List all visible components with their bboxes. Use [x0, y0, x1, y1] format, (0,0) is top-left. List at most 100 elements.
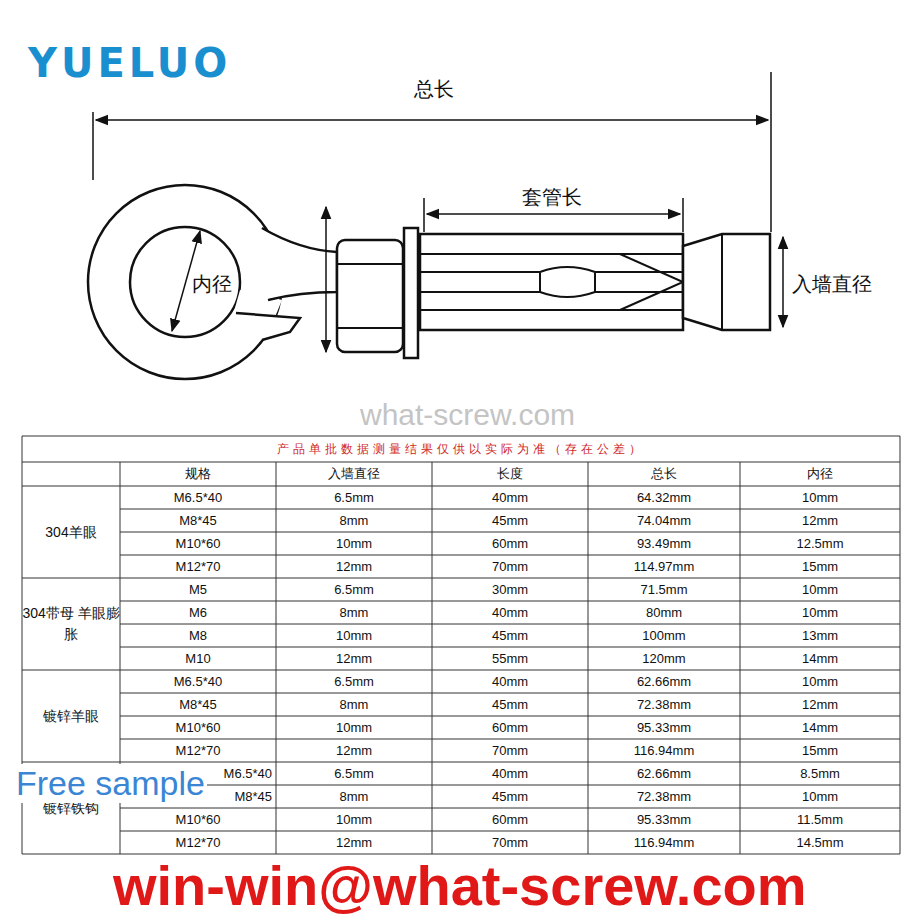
dimension-label: 总长	[414, 76, 454, 103]
hook-ring	[88, 185, 282, 379]
total-length-dimension	[96, 119, 768, 121]
table-cell: 14mm	[740, 716, 900, 739]
table-cell: 10mm	[276, 624, 432, 647]
table-cell: 116.94mm	[588, 739, 740, 762]
table-cell: M8*45	[120, 509, 276, 532]
table-cell: 8.5mm	[740, 762, 900, 785]
sleeve-slot	[540, 267, 595, 297]
table-cell: 62.66mm	[588, 762, 740, 785]
dimension-label: 入墙直径	[792, 271, 872, 298]
table-cell: 93.49mm	[588, 532, 740, 555]
table-cell: 15mm	[740, 555, 900, 578]
hex-nut	[337, 240, 403, 352]
table-cell: 15mm	[740, 739, 900, 762]
table-cell: 14mm	[740, 647, 900, 670]
table-cell: 72.38mm	[588, 785, 740, 808]
group-label: 镀锌羊眼	[22, 670, 120, 762]
table-cell: M10*60	[120, 808, 276, 831]
table-cell: 14.5mm	[740, 831, 900, 854]
table-cell: M10	[120, 647, 276, 670]
table-cell: 55mm	[432, 647, 588, 670]
table-cell: 71.5mm	[588, 578, 740, 601]
column-header: 规格	[120, 462, 276, 486]
table-cell: 60mm	[432, 716, 588, 739]
column-header: 内径	[740, 462, 900, 486]
table-cell: 40mm	[432, 670, 588, 693]
column-header: 长度	[432, 462, 588, 486]
table-cell: 70mm	[432, 555, 588, 578]
table-cell: 11.5mm	[740, 808, 900, 831]
diameter-dimension	[782, 237, 784, 327]
table-cell: 40mm	[432, 486, 588, 509]
table-cell: 114.97mm	[588, 555, 740, 578]
table-cell: 10mm	[740, 670, 900, 693]
table-cell: 10mm	[276, 808, 432, 831]
table-cell: 6.5mm	[276, 578, 432, 601]
table-cell: 12mm	[740, 509, 900, 532]
table-cell: 8mm	[276, 601, 432, 624]
table-cell: 12.5mm	[740, 532, 900, 555]
table-cell: 95.33mm	[588, 808, 740, 831]
table-cell: 40mm	[432, 762, 588, 785]
table-cell: M6.5*40	[120, 486, 276, 509]
table-cell: 40mm	[432, 601, 588, 624]
contact-email: win-win@what-screw.com	[113, 858, 807, 914]
table-cell: 10mm	[276, 716, 432, 739]
expansion-cone	[683, 234, 770, 330]
table-cell: M8*45	[120, 693, 276, 716]
watermark: what-screw.com	[360, 398, 575, 432]
promo-text: Free sample	[14, 764, 207, 803]
table-cell: M5	[120, 578, 276, 601]
table-cell: 62.66mm	[588, 670, 740, 693]
table-cell: M12*70	[120, 831, 276, 854]
table-cell: 120mm	[588, 647, 740, 670]
table-cell: 30mm	[432, 578, 588, 601]
table-cell: 70mm	[432, 831, 588, 854]
table-cell: M8	[120, 624, 276, 647]
table-cell: 80mm	[588, 601, 740, 624]
column-header: 入墙直径	[276, 462, 432, 486]
table-cell: M6.5*40	[120, 670, 276, 693]
table-cell: 10mm	[740, 486, 900, 509]
table-cell: 12mm	[276, 739, 432, 762]
table-cell: 8mm	[276, 785, 432, 808]
table-cell: 6.5mm	[276, 762, 432, 785]
table-cell: 12mm	[740, 693, 900, 716]
table-cell: 12mm	[276, 831, 432, 854]
table-cell: 64.32mm	[588, 486, 740, 509]
table-cell: M12*70	[120, 739, 276, 762]
table-cell: 95.33mm	[588, 716, 740, 739]
table-cell: 10mm	[740, 601, 900, 624]
table-cell: 12mm	[276, 647, 432, 670]
table-cell: 60mm	[432, 532, 588, 555]
table-cell: 100mm	[588, 624, 740, 647]
hook-tip	[236, 313, 300, 340]
group-label: 304羊眼	[22, 486, 120, 578]
table-cell: 10mm	[740, 785, 900, 808]
table-cell: M10*60	[120, 532, 276, 555]
table-cell: 45mm	[432, 509, 588, 532]
table-cell: M10*60	[120, 716, 276, 739]
table-cell: 10mm	[740, 578, 900, 601]
washer	[404, 228, 418, 358]
table-cell: 45mm	[432, 624, 588, 647]
table-cell: 8mm	[276, 509, 432, 532]
table-cell: 10mm	[276, 532, 432, 555]
dimension-label: 内径	[192, 271, 232, 298]
table-header: 产品单批数据测量结果仅供以实际为准（存在公差）	[22, 436, 900, 462]
table-cell: 6.5mm	[276, 670, 432, 693]
group-label: 304带母 羊眼膨胀	[22, 578, 120, 670]
table-cell: 13mm	[740, 624, 900, 647]
table-cell: 6.5mm	[276, 486, 432, 509]
table-cell: M6	[120, 601, 276, 624]
table-cell: 12mm	[276, 555, 432, 578]
table-cell: 45mm	[432, 693, 588, 716]
table-cell: M12*70	[120, 555, 276, 578]
sleeve	[420, 234, 683, 330]
dimension-label: 套管长	[522, 184, 582, 211]
table-cell: 74.04mm	[588, 509, 740, 532]
nut-dimension	[325, 207, 327, 352]
table-cell: 72.38mm	[588, 693, 740, 716]
table-cell: 8mm	[276, 693, 432, 716]
